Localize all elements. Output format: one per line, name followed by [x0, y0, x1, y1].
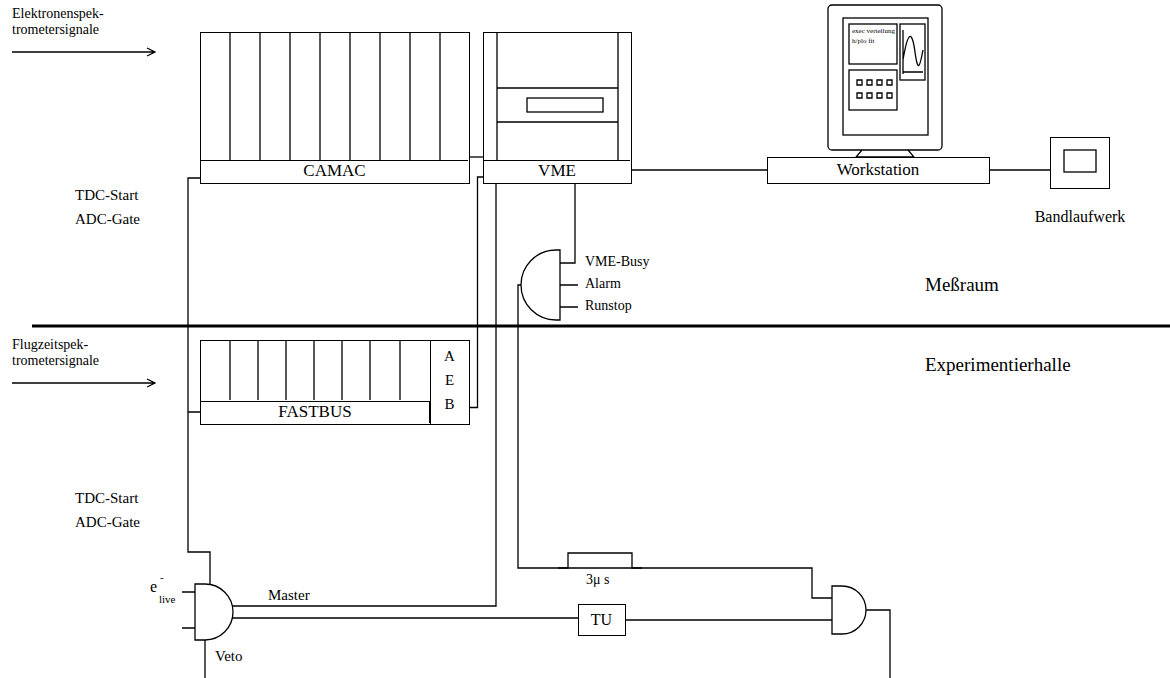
node-label: FASTBUS: [201, 401, 430, 423]
bus-cable: [632, 169, 767, 170]
timer-unit: TU: [578, 604, 626, 636]
signal-name: Alarm: [585, 276, 621, 292]
bus-cable: [990, 169, 1050, 170]
signal-name: e: [150, 578, 157, 596]
signal-name: Runstop: [585, 298, 632, 314]
room-name: Meßraum: [925, 274, 999, 296]
aeb-module: A E B: [430, 340, 470, 425]
workstation-box: Workstation: [767, 157, 990, 184]
node-label: A E B: [443, 340, 457, 420]
signal-name: live: [159, 593, 176, 606]
tape-drive: Bandlaufwerk: [1050, 137, 1110, 189]
node-label: TU: [579, 605, 624, 634]
signal-name: TDC-Start: [75, 187, 138, 204]
room-name: Experimentierhalle: [925, 354, 1071, 376]
node-label: Workstation: [768, 158, 988, 182]
bus-cable: [470, 177, 484, 408]
signal-input: Elektronenspek- trometersignale: [12, 6, 124, 38]
bus-cable: [470, 156, 483, 157]
signal-name: Veto: [215, 648, 243, 665]
vme-crate: VME: [483, 32, 632, 184]
node-label: VME: [484, 160, 630, 182]
camac-crate: CAMAC: [200, 32, 470, 184]
fastbus-crate: FASTBUS A E B: [200, 340, 470, 425]
pulse-width: 3μ s: [586, 572, 609, 588]
node-label: Bandlaufwerk: [1019, 206, 1141, 228]
node-label: CAMAC: [201, 160, 468, 182]
screen-text: exec verteilung: [852, 27, 895, 35]
signal-input: Flugzeitspek- trometersignale: [12, 337, 124, 369]
screen-text: h/plo fit: [852, 37, 874, 45]
signal-name: Master: [268, 587, 310, 604]
signal-name: TDC-Start: [75, 490, 138, 507]
signal-name: -: [160, 571, 164, 584]
signal-name: ADC-Gate: [75, 211, 140, 228]
signal-name: ADC-Gate: [75, 514, 140, 531]
signal-name: VME-Busy: [585, 254, 650, 270]
